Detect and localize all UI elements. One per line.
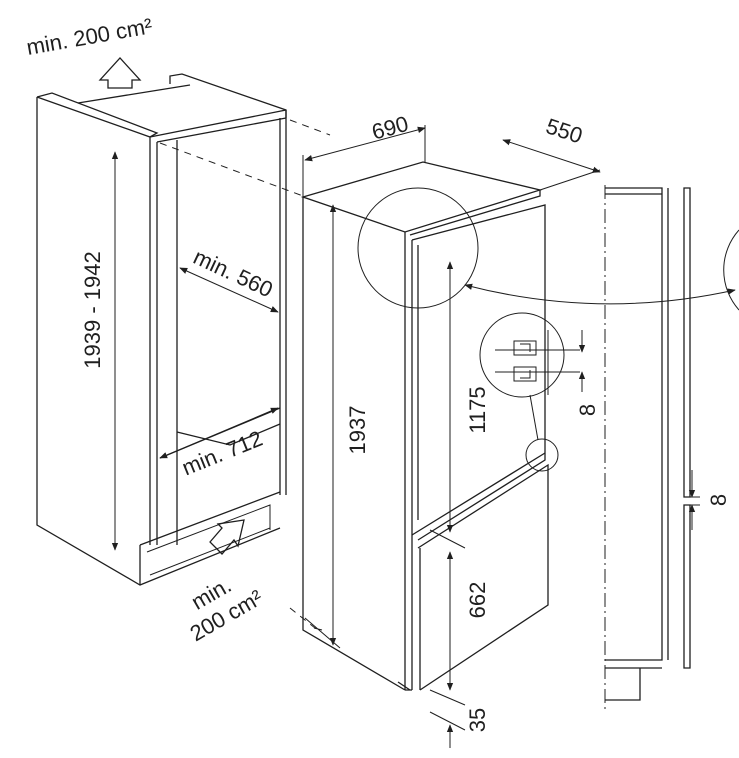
depth-dimension (502, 139, 601, 173)
height-label: 1937 (345, 406, 370, 455)
door-gap-label: 8 (575, 404, 600, 416)
vent-top-label: min. 200 cm² (25, 13, 155, 60)
vent-arrow-up-icon (98, 57, 142, 89)
hinge-icon (495, 330, 580, 395)
width-dimension (304, 126, 426, 162)
niche-width-dimension (159, 407, 279, 459)
niche-depth-label: min. 560 (190, 244, 277, 302)
vent-arrow-in-icon (209, 519, 245, 555)
detail-reference-arrow (464, 283, 736, 305)
lower-door-label: 662 (465, 582, 490, 619)
width-label: 690 (369, 111, 411, 145)
hinge-detail-circle (479, 312, 565, 398)
side-section-view (604, 185, 739, 710)
depth-label: 550 (543, 113, 586, 148)
niche-depth-dimension (179, 267, 279, 313)
plinth-label: 35 (465, 708, 490, 732)
refrigerator (300, 161, 549, 691)
detail-circle-top (357, 187, 479, 309)
hinge-locator-circle (525, 438, 559, 472)
side-gap-label: 8 (706, 494, 731, 506)
upper-door-label: 1175 (465, 386, 490, 433)
niche-width-label: min. 712 (178, 426, 266, 481)
niche-height-label: 1939 - 1942 (80, 251, 105, 368)
